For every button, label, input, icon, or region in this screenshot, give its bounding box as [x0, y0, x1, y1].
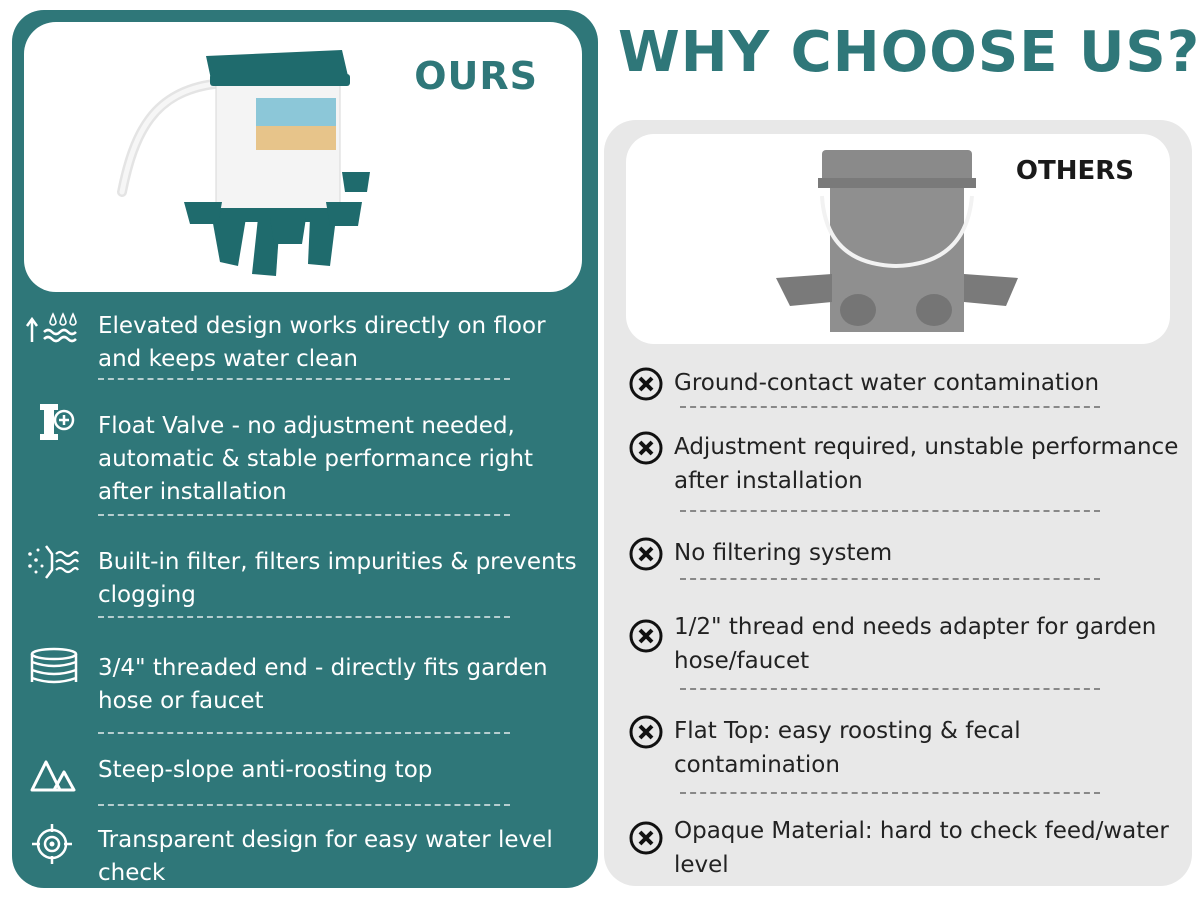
x-circle-icon	[629, 367, 663, 401]
divider	[680, 510, 1100, 512]
divider	[680, 578, 1100, 580]
float-valve-icon	[40, 404, 75, 440]
x-circle-icon	[629, 821, 663, 855]
feature-text: Float Valve - no adjustment needed, auto…	[98, 413, 534, 505]
ours-label: OURS	[414, 54, 538, 98]
divider	[98, 732, 510, 734]
feature-text: Steep-slope anti-roosting top	[98, 757, 433, 783]
divider	[680, 688, 1100, 690]
feature-text: Elevated design works directly on floor …	[98, 313, 546, 372]
feature-text: Built-in filter, filters impurities & pr…	[98, 549, 577, 608]
ours-product-card: OURS	[24, 22, 582, 292]
others-product-card: OTHERS	[626, 134, 1170, 344]
con-text: Flat Top: easy roosting & fecal contamin…	[674, 718, 1021, 778]
divider	[98, 804, 510, 806]
ours-waterer-image	[117, 50, 370, 276]
x-circle-icon	[629, 715, 663, 749]
x-circle-icon	[629, 537, 663, 571]
rising-water-icon	[25, 312, 77, 343]
slope-top-icon	[30, 760, 76, 792]
con-text: No filtering system	[674, 540, 893, 566]
filter-icon	[28, 545, 79, 579]
divider	[98, 378, 510, 380]
con-text: 1/2" thread end needs adapter for garden…	[674, 614, 1157, 674]
thread-icon	[30, 647, 78, 684]
divider	[98, 616, 510, 618]
con-text: Ground-contact water contamination	[674, 370, 1100, 396]
feature-text: Transparent design for easy water level …	[98, 827, 553, 886]
divider	[680, 792, 1100, 794]
con-text: Adjustment required, unstable performanc…	[674, 434, 1179, 494]
others-waterer-image	[776, 150, 1018, 332]
divider	[680, 406, 1100, 408]
divider	[98, 514, 510, 516]
target-icon	[32, 824, 72, 864]
others-label: OTHERS	[1015, 156, 1134, 186]
others-panel: OTHERS Ground-contact water contaminatio…	[604, 120, 1192, 886]
x-circle-icon	[629, 619, 663, 653]
x-circle-icon	[629, 431, 663, 465]
feature-text: 3/4" threaded end - directly fits garden…	[98, 655, 548, 714]
con-text: Opaque Material: hard to check feed/wate…	[674, 818, 1169, 878]
ours-panel: OURS Elevated design works directly on f…	[12, 10, 598, 888]
page-title: WHY CHOOSE US?	[618, 20, 1200, 85]
